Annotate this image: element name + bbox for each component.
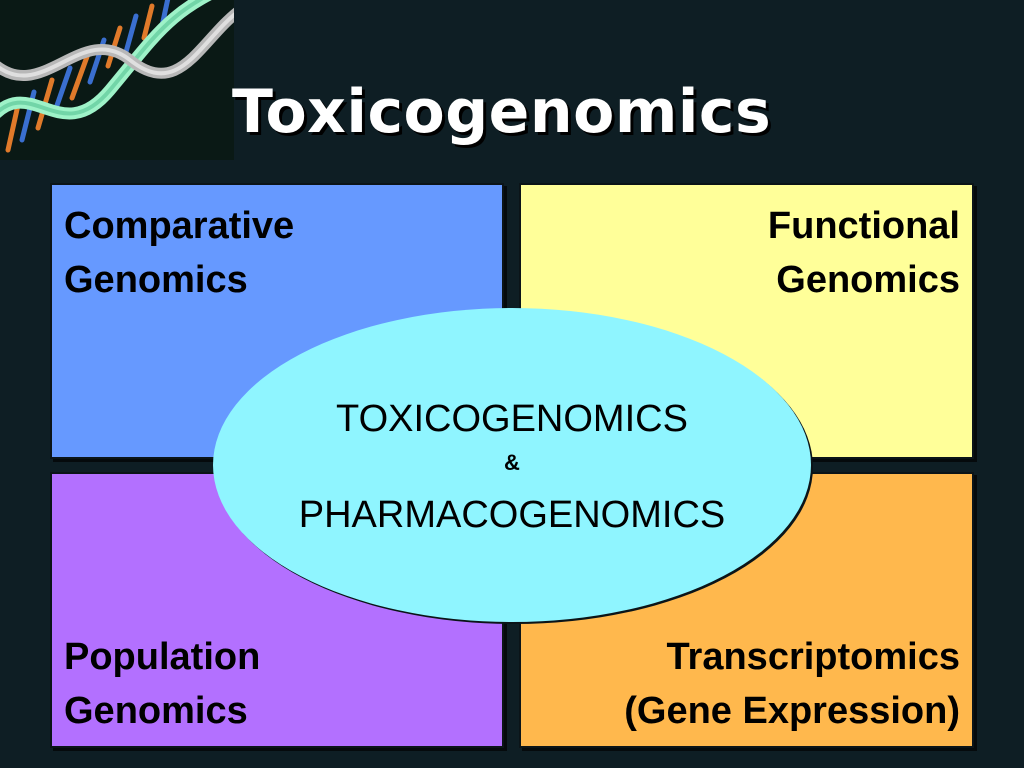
- quadrant-label-line1: Functional: [767, 205, 960, 247]
- quadrant-label: Comparative Genomics: [64, 199, 294, 307]
- slide-title: Toxicogenomics: [232, 77, 772, 147]
- quadrant-label-line1: Comparative: [64, 205, 295, 247]
- dna-helix-icon: [0, 0, 234, 153]
- quadrant-label: Functional Genomics: [768, 199, 960, 307]
- quadrant-label-line1: Transcriptomics: [666, 636, 960, 678]
- center-ellipse: TOXICOGENOMICS & PHARMACOGENOMICS: [213, 308, 811, 622]
- quadrant-label-line2: Genomics: [64, 259, 248, 301]
- quadrant-label-line1: Population: [64, 636, 261, 678]
- quadrant-label: Transcriptomics (Gene Expression): [624, 630, 960, 738]
- quadrant-label-line2: Genomics: [776, 259, 960, 301]
- quadrant-label-line2: (Gene Expression): [624, 690, 960, 732]
- center-label-ampersand: &: [504, 450, 520, 475]
- center-label-pharmacogenomics: PHARMACOGENOMICS: [298, 494, 726, 536]
- quadrant-label-line2: Genomics: [64, 690, 248, 732]
- quadrant-label: Population Genomics: [64, 630, 260, 738]
- dna-helix-image: [0, 0, 234, 160]
- center-label-toxicogenomics: TOXICOGENOMICS: [336, 398, 688, 440]
